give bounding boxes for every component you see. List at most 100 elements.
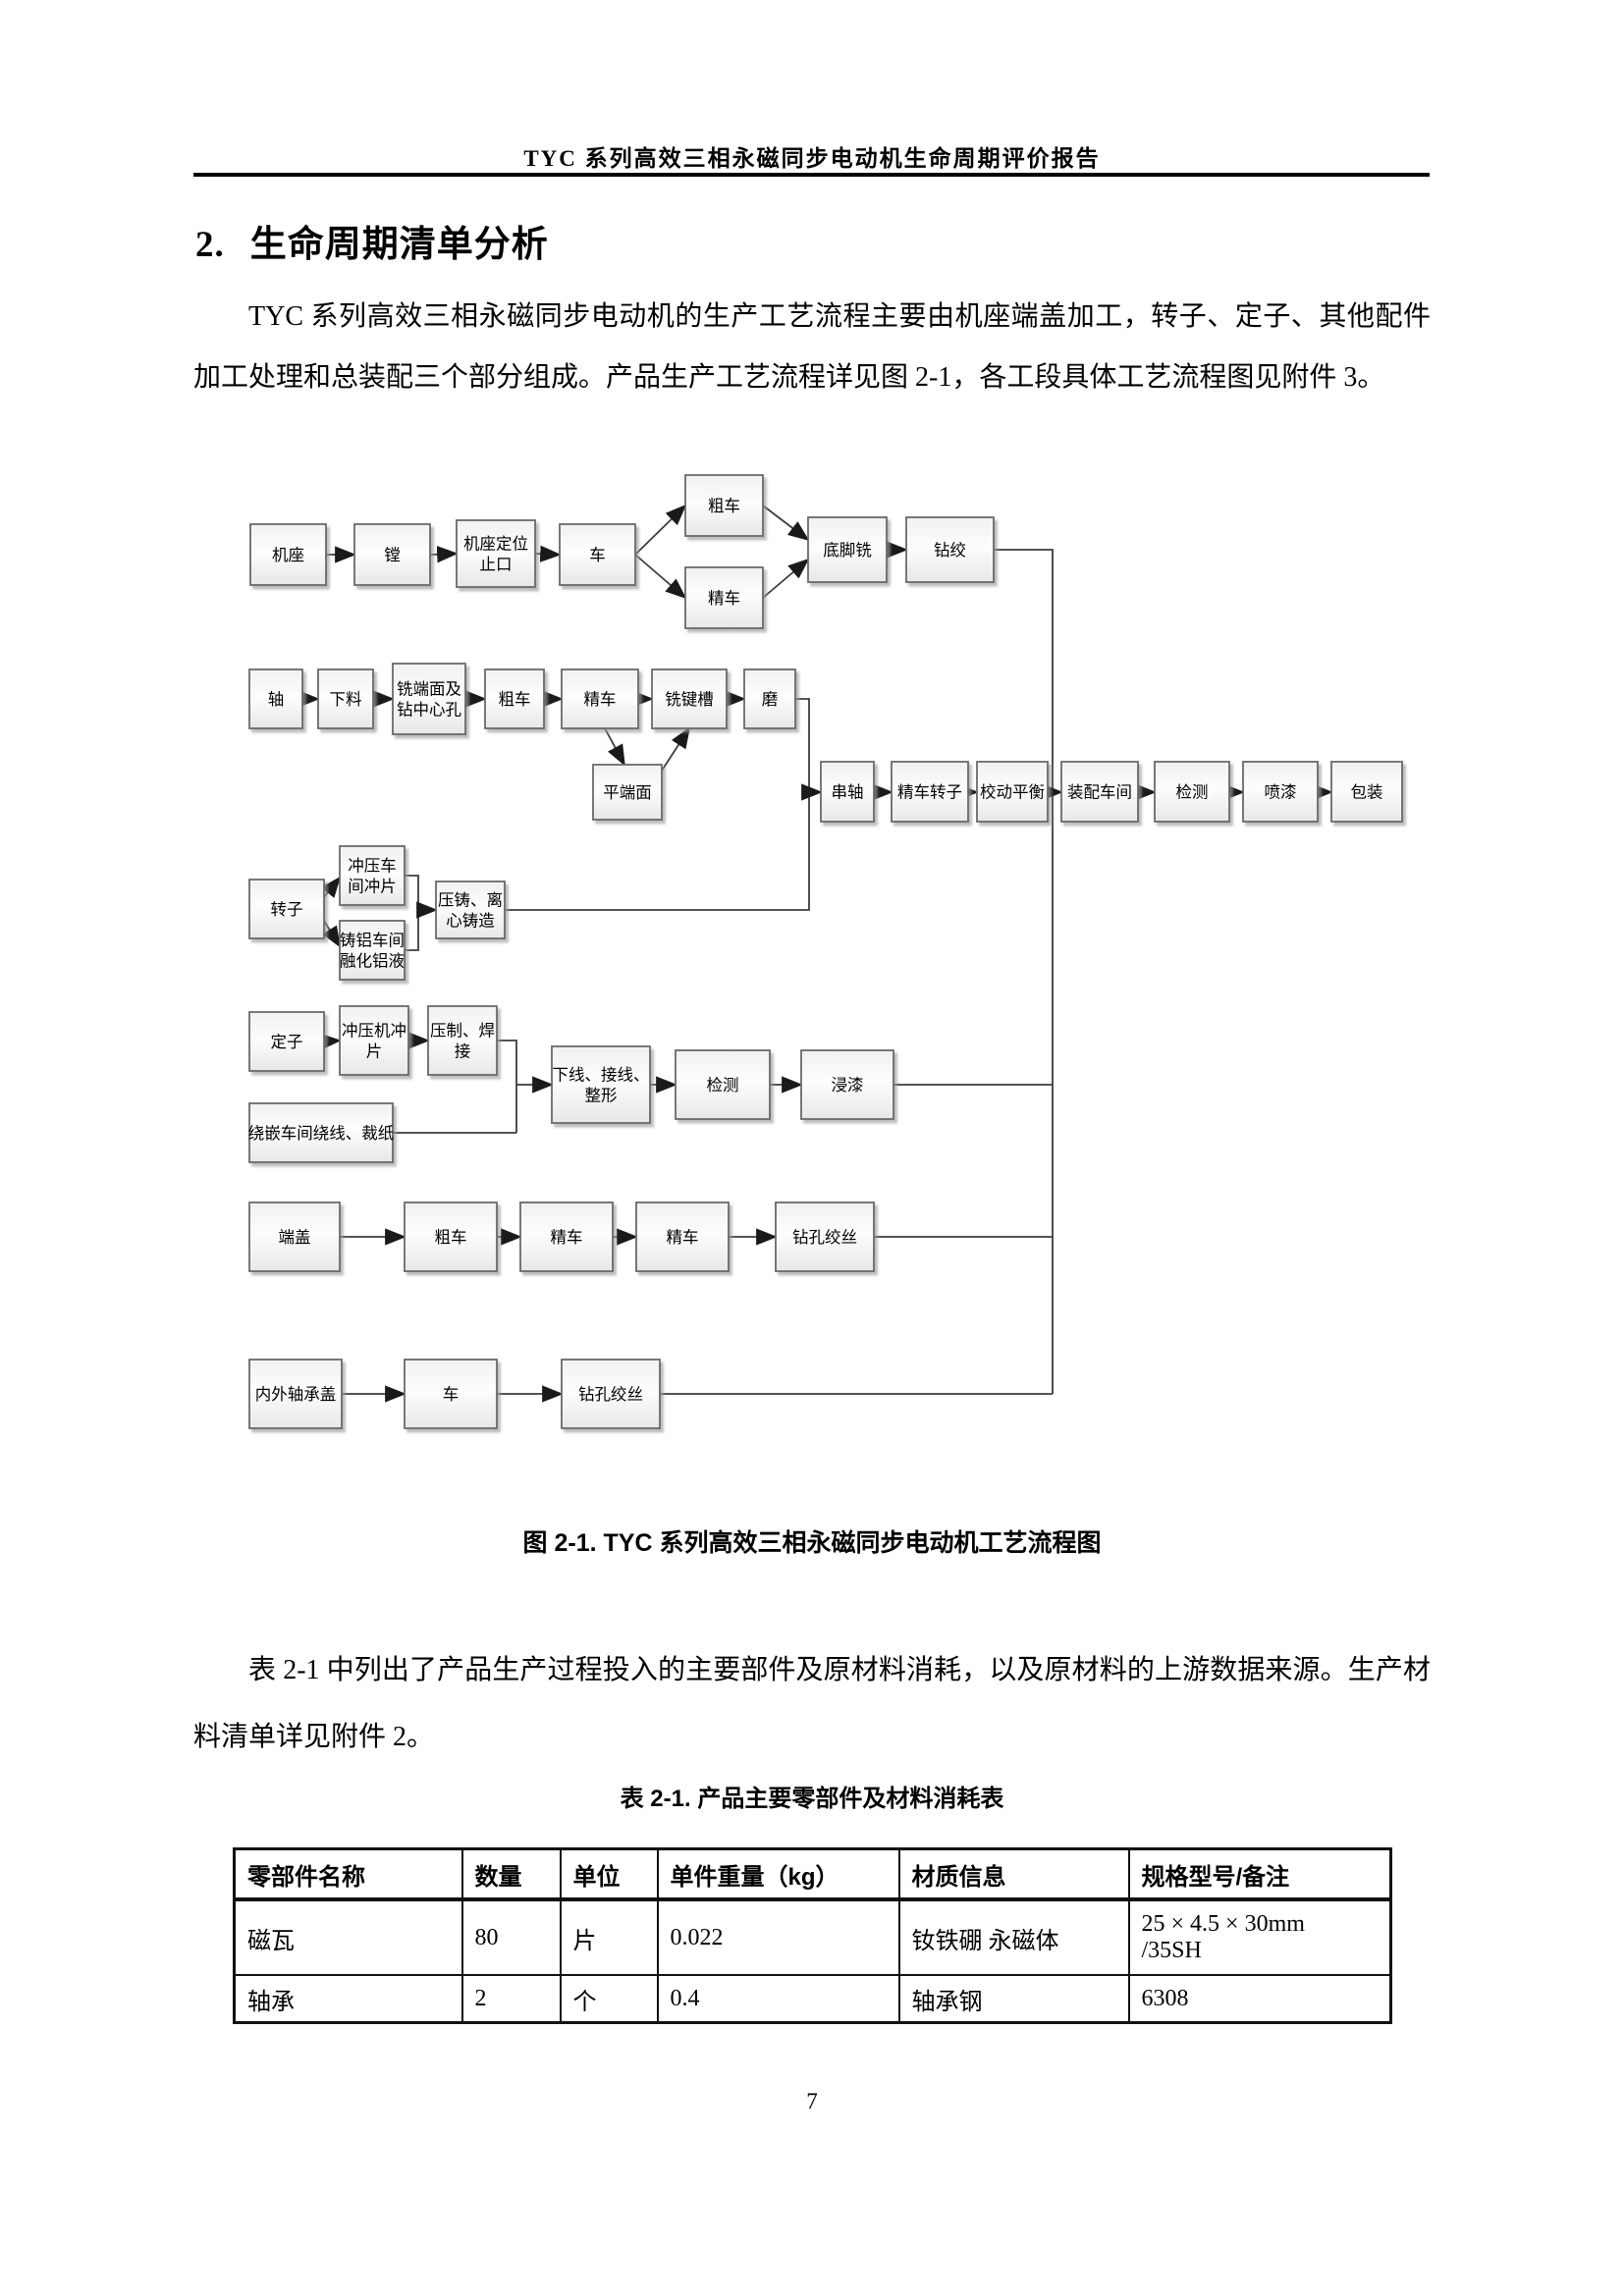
- flow-node-penqi: 喷漆: [1242, 761, 1319, 823]
- svg-text:压制、焊接: 压制、焊接: [430, 1022, 495, 1061]
- table-header-cell: 单位: [559, 1847, 659, 1901]
- flow-node-dijiaoxi: 底脚铣: [807, 516, 888, 583]
- table-cell: 25 × 4.5 × 30mm /35SH: [1127, 1898, 1392, 1976]
- flow-node-chuanzhou: 串轴: [820, 761, 875, 823]
- svg-text:检测: 检测: [707, 1076, 739, 1095]
- svg-text:车: 车: [589, 546, 606, 564]
- svg-text:冲压车间冲片: 冲压车间冲片: [348, 857, 397, 896]
- svg-text:校动平衡: 校动平衡: [980, 783, 1045, 802]
- flow-node-baozhuang: 包装: [1330, 761, 1403, 823]
- table-cell: 钕铁硼 永磁体: [897, 1898, 1130, 1976]
- page-number: 7: [806, 2089, 818, 2113]
- svg-text:精车: 精车: [584, 690, 617, 709]
- svg-text:精车: 精车: [667, 1228, 699, 1247]
- flow-node-che-b: 车: [404, 1359, 498, 1429]
- svg-text:绕嵌车间绕线、裁纸: 绕嵌车间绕线、裁纸: [248, 1124, 395, 1143]
- flow-edge-jingche-pingduanmian: [604, 727, 625, 767]
- flow-node-jiance-b: 检测: [675, 1049, 771, 1120]
- flow-node-jingche-d: 精车: [635, 1201, 730, 1272]
- flow-node-jizuo: 机座: [249, 523, 327, 586]
- table-cell: 0.4: [656, 1974, 900, 2024]
- flow-node-chongya-chejian: 冲压车间冲片: [339, 845, 406, 906]
- flow-edge-zhuanzi-chongya: [320, 876, 342, 898]
- flow-nodes-layer: 机座镗机座定位止口车粗车精车底脚铣钻绞轴下料铣端面及钻中心孔粗车精车铣键槽磨平端…: [248, 474, 1403, 1429]
- svg-text:铸铝车间融化铝液: 铸铝车间融化铝液: [340, 932, 405, 971]
- flow-node-cuche-b: 粗车: [484, 668, 545, 729]
- table-cell: 磁瓦: [233, 1898, 463, 1976]
- flow-node-chongyaji: 冲压机冲片: [339, 1005, 409, 1076]
- flow-node-che-a: 车: [559, 523, 636, 586]
- svg-text:轴: 轴: [268, 690, 285, 709]
- svg-text:压铸、离心铸造: 压铸、离心铸造: [438, 891, 503, 931]
- header-rule: [193, 173, 1430, 177]
- flow-node-jingche-zhuanzi: 精车转子: [891, 761, 969, 823]
- flow-node-jiaodong-pingheng: 校动平衡: [976, 761, 1049, 823]
- flow-node-xiduanmian: 铣端面及钻中心孔: [392, 663, 466, 735]
- table-header-cell: 材质信息: [897, 1847, 1130, 1901]
- flow-node-dingzi: 定子: [248, 1011, 325, 1072]
- flow-node-jinqi: 浸漆: [800, 1049, 894, 1120]
- svg-text:喷漆: 喷漆: [1265, 783, 1297, 802]
- svg-text:装配车间: 装配车间: [1067, 783, 1132, 802]
- page-header-title: TYC 系列高效三相永磁同步电动机生命周期评价报告: [523, 146, 1101, 171]
- svg-text:串轴: 串轴: [832, 783, 864, 802]
- flow-node-jingche-c: 精车: [519, 1201, 614, 1272]
- flow-node-zhuanzi: 转子: [248, 879, 325, 939]
- paragraph-table-intro: 表 2-1 中列出了产品生产过程投入的主要部件及原材料消耗，以及原材料的上游数据…: [193, 1655, 1431, 1752]
- flow-node-xialiao: 下料: [317, 668, 374, 729]
- table-cell: 80: [460, 1898, 562, 1976]
- flow-node-duangai: 端盖: [248, 1201, 341, 1272]
- flow-edge-cuche-dijiaoxi: [762, 505, 810, 542]
- section-number: 2.: [195, 225, 225, 265]
- flow-node-xijiancao: 铣键槽: [651, 668, 728, 729]
- svg-text:机座定位止口: 机座定位止口: [463, 535, 528, 574]
- flow-node-zhulv-chejian: 铸铝车间融化铝液: [339, 920, 406, 981]
- svg-text:粗车: 粗车: [708, 497, 740, 515]
- flow-node-tang: 镗: [353, 523, 431, 586]
- svg-text:下线、接线、整形: 下线、接线、整形: [553, 1066, 650, 1105]
- flow-edge-tang-dingwei: [429, 546, 459, 563]
- flow-node-zhuangpei-chejian: 装配车间: [1060, 761, 1139, 823]
- flow-edge-chongya-merge: [405, 875, 419, 910]
- flow-edge-zhulv-merge: [405, 910, 419, 951]
- svg-text:转子: 转子: [271, 900, 303, 919]
- svg-text:镗: 镗: [384, 546, 401, 564]
- svg-text:精车转子: 精车转子: [897, 783, 962, 802]
- svg-text:浸漆: 浸漆: [832, 1076, 864, 1095]
- flow-node-jingche-a: 精车: [684, 566, 764, 629]
- svg-text:车: 车: [443, 1385, 460, 1404]
- section-title: 生命周期清单分析: [249, 224, 549, 264]
- flow-node-mo: 磨: [743, 668, 796, 729]
- svg-text:精车: 精车: [708, 589, 740, 608]
- flow-node-neiwai-zhouchenggai: 内外轴承盖: [248, 1359, 343, 1429]
- table-header-cell: 零部件名称: [233, 1847, 463, 1901]
- svg-text:平端面: 平端面: [603, 783, 652, 802]
- flow-node-zuankong-a: 钻孔绞丝: [775, 1201, 875, 1272]
- flow-node-yazhu: 压铸、离心铸造: [435, 881, 506, 939]
- svg-text:钻孔绞丝: 钻孔绞丝: [792, 1228, 857, 1247]
- table-cell: 片: [559, 1898, 659, 1976]
- flow-node-jingche-b: 精车: [561, 668, 639, 729]
- flow-edge-yazhi-down: [497, 1040, 517, 1133]
- flow-edge-che-cuche: [634, 504, 687, 556]
- flow-edge-che-jingche: [634, 554, 687, 600]
- table-header-row: 零部件名称数量单位单件重量（kg）材质信息规格型号/备注: [233, 1847, 1392, 1901]
- flow-edge-mo-junction: [795, 698, 810, 792]
- section-heading: 2. 生命周期清单分析: [195, 214, 549, 267]
- svg-text:包装: 包装: [1351, 783, 1383, 802]
- svg-text:精车: 精车: [551, 1228, 583, 1247]
- table-cell: 2: [460, 1974, 562, 2024]
- svg-text:粗车: 粗车: [499, 690, 531, 709]
- flow-node-cuche-c: 粗车: [404, 1201, 498, 1272]
- flow-node-cuche-a: 粗车: [684, 474, 764, 537]
- svg-text:铣端面及钻中心孔: 铣端面及钻中心孔: [397, 680, 461, 720]
- flow-edge-pingduanmian-xijiancao: [661, 726, 690, 772]
- svg-text:冲压机冲片: 冲压机冲片: [342, 1022, 406, 1061]
- svg-text:检测: 检测: [1176, 783, 1209, 802]
- flow-node-zhou: 轴: [248, 668, 303, 729]
- table-header-cell: 数量: [460, 1847, 562, 1901]
- svg-text:端盖: 端盖: [279, 1228, 311, 1247]
- process-flow-diagram: 机座镗机座定位止口车粗车精车底脚铣钻绞轴下料铣端面及钻中心孔粗车精车铣键槽磨平端…: [147, 461, 1434, 1458]
